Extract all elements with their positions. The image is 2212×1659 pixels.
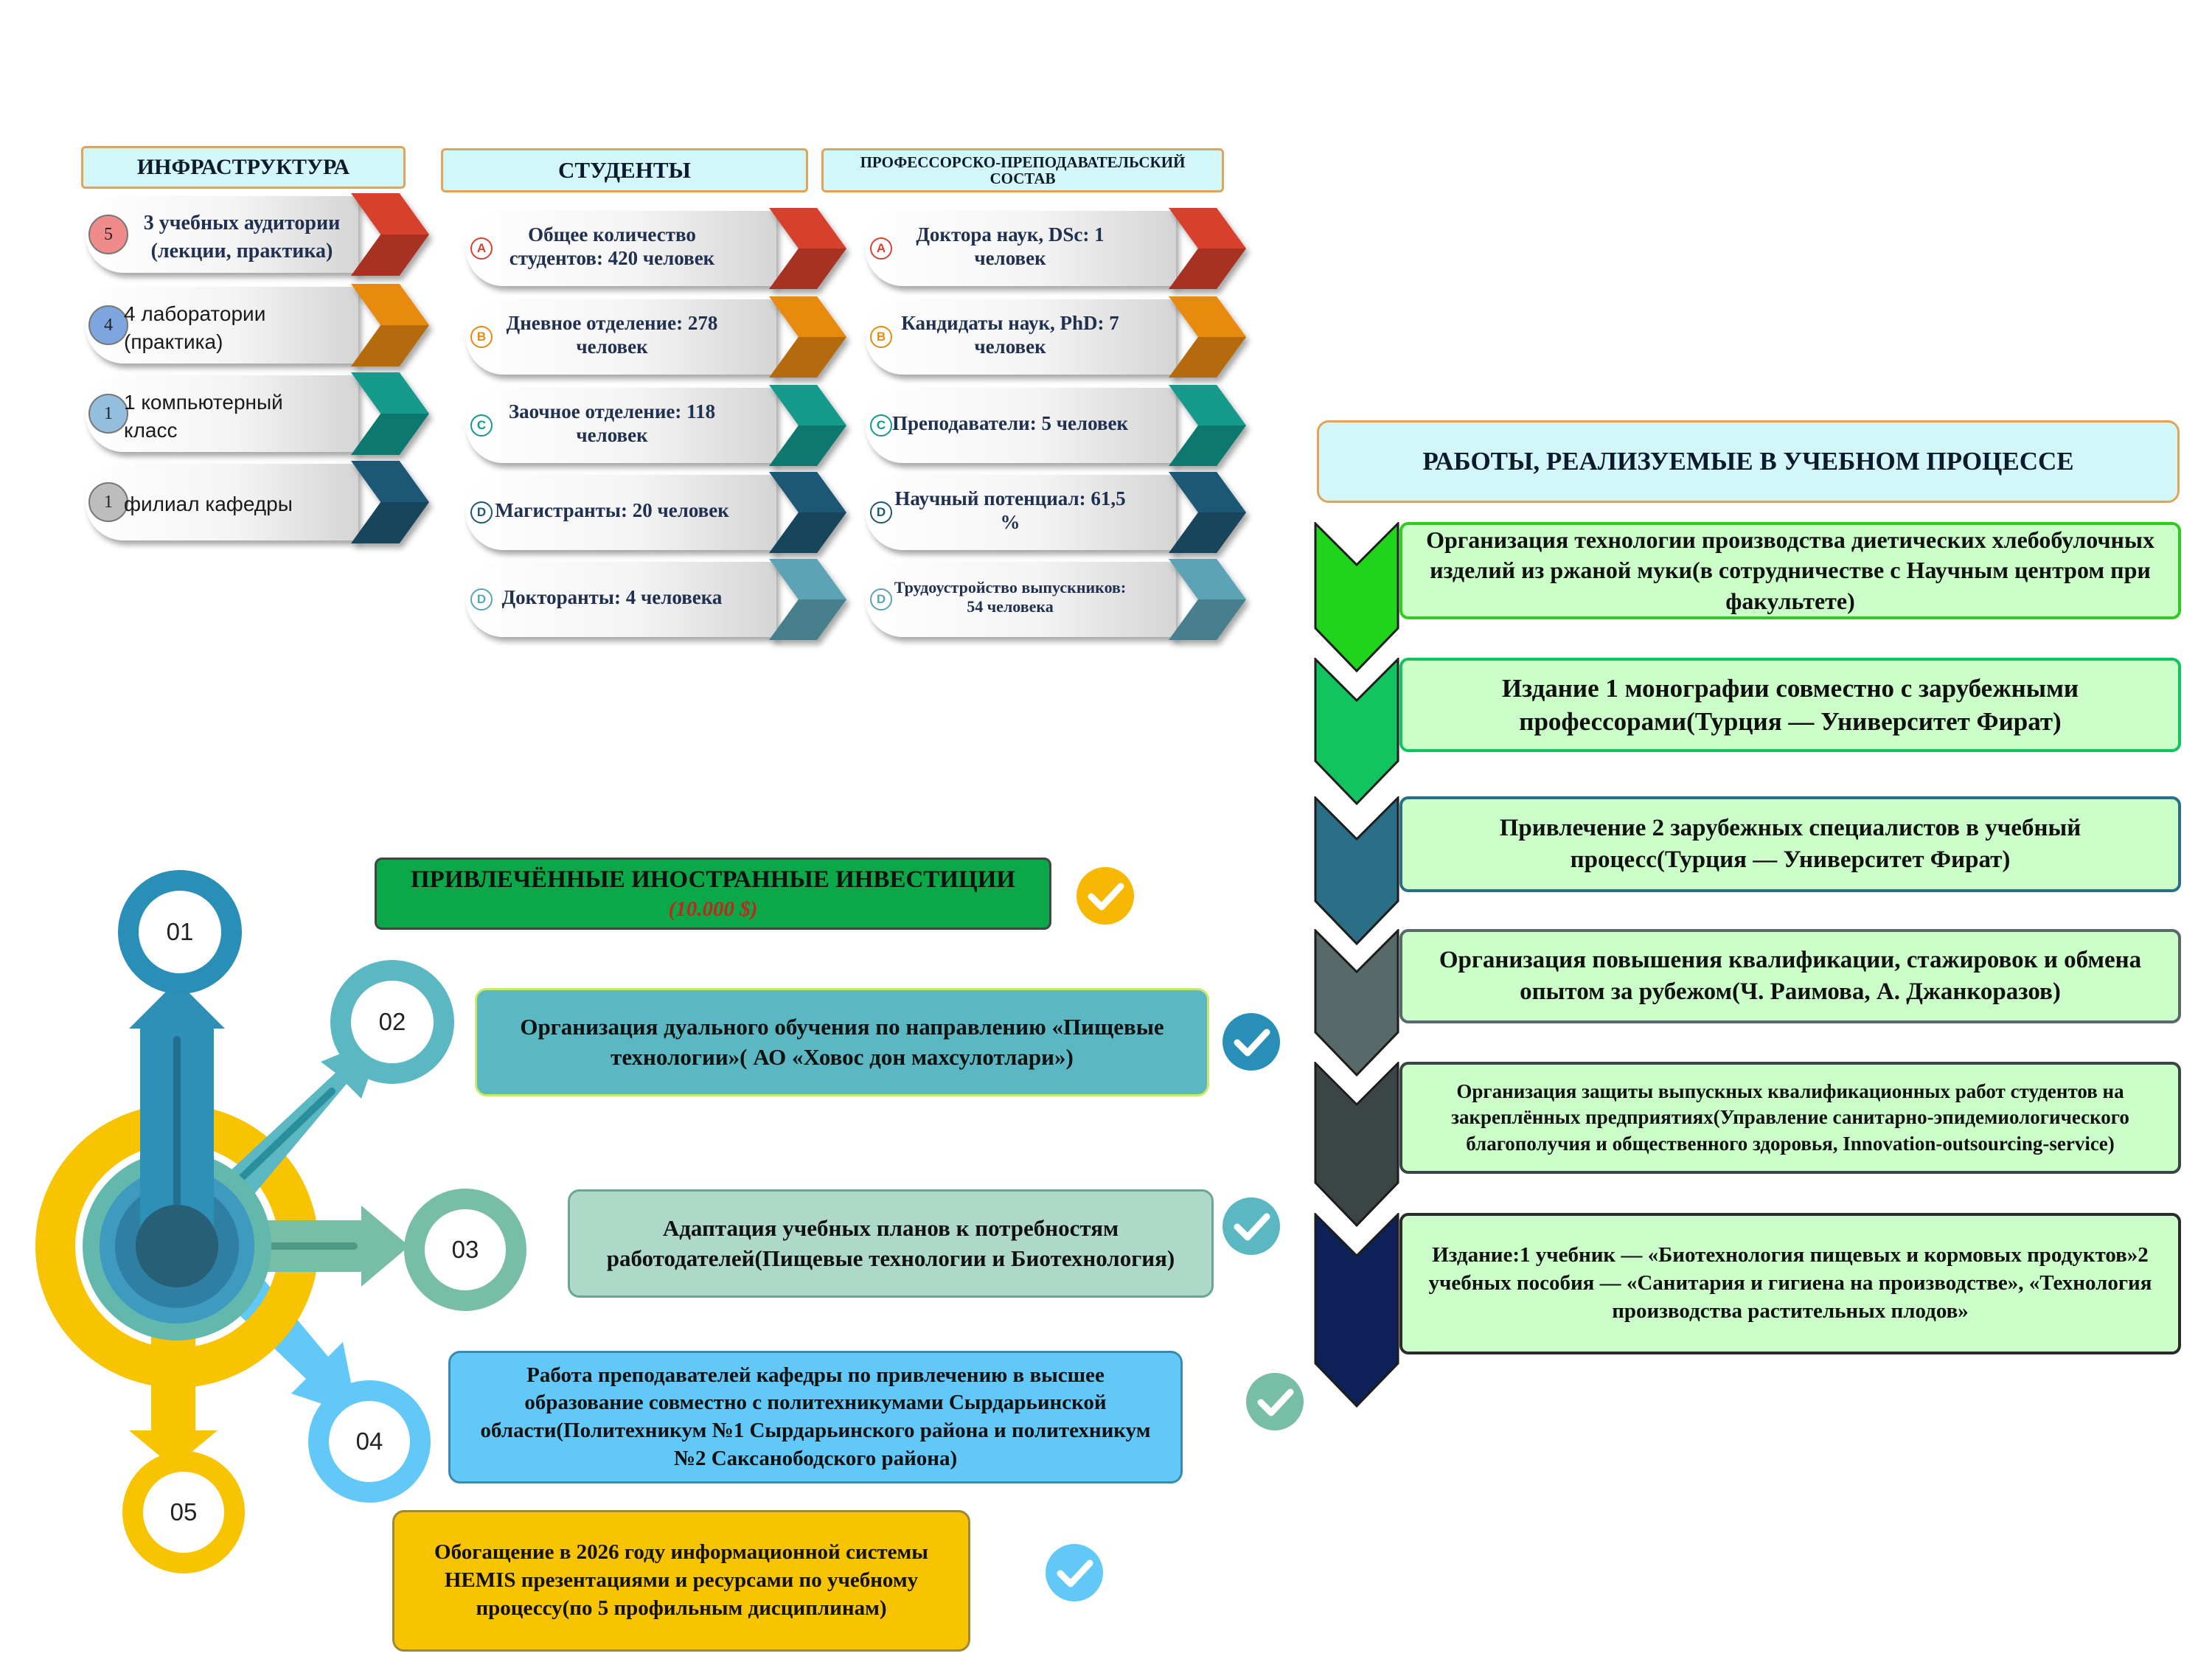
ring-05: 05 [122,1451,245,1573]
students-row-4 [463,559,869,655]
students-text-3: Магистранты: 20 человек [495,498,729,521]
staff-text-1: Кандидаты наук, PhD: 7 человек [901,311,1119,358]
ring-01: 01 [118,870,242,994]
infra-text-3: филиал кафедры [124,493,293,515]
timeline-text-03: Адаптация учебных планов к потребностям … [606,1215,1175,1271]
infra-text-0: 3 учебных аудитории (лекции, практика) [143,212,341,262]
staff-text-0: Доктора наук, DSc: 1 человек [916,223,1105,269]
works-box-5: Издание:1 учебник — «Биотехнология пищев… [1399,1213,2181,1354]
students-row-3 [463,472,869,568]
stem-04 [221,1268,358,1416]
students-text-2: Заочное отделение: 118 человек [508,400,716,446]
infrastructure-title: ИНФРАСТРУКТУРА [136,155,350,180]
infrastructure-header: ИНФРАСТРУКТУРА [81,146,406,189]
students-row-0 [463,208,869,304]
ring-05-label: 05 [170,1498,198,1526]
ring-04-label: 04 [355,1427,383,1455]
staff-letter-1: B [870,326,892,348]
timeline-text-04: Работа преподавателей кафедры по привлеч… [480,1363,1151,1470]
stem-02-line [236,1088,335,1183]
works-box-2: Привлечение 2 зарубежных специалистов в … [1399,796,2181,892]
infra-row-3 [83,461,451,558]
infra-text-1: 4 лаборатории (практика) [124,302,266,353]
check-icon-1 [1077,867,1134,925]
students-text-1: Дневное отделение: 278 человек [506,311,718,358]
ring-04: 04 [308,1380,431,1503]
staff-row-3 [863,472,1268,568]
students-row-2 [463,385,869,481]
staff-text-2: Преподаватели: 5 человек [891,411,1129,434]
works-chevron-5 [1314,1213,1399,1408]
staff-text-3: Научный потенциал: 61,5 % [894,487,1126,533]
students-letter-4: D [470,588,493,611]
timeline-box-03: Адаптация учебных планов к потребностям … [568,1189,1214,1298]
ring-03-label: 03 [451,1236,479,1263]
timeline-sub-01: (10.000 $) [668,897,758,921]
infra-row-2 [83,372,451,470]
staff-title: ПРОФЕССОРСКО-ПРЕПОДАВАТЕЛЬСКИЙ СОСТАВ [860,153,1186,187]
students-row-1 [463,296,869,392]
works-chevron-0 [1314,522,1399,673]
staff-row-4 [863,559,1268,655]
staff-letter-0: A [870,237,892,260]
students-letter-2: C [470,414,493,437]
students-text-4: Докторанты: 4 человека [501,585,723,608]
infra-text-2: 1 компьютерный класс [124,391,283,442]
staff-letter-4: D [870,588,892,611]
staff-letter-3: D [870,501,892,524]
students-text-0: Общее количество студентов: 420 человек [509,223,715,269]
staff-row-2 [863,385,1268,481]
staff-text-4: Трудоустройство выпускников: 54 человека [894,577,1127,616]
works-chevron-4 [1314,1062,1399,1228]
check-icon-5 [1046,1544,1103,1601]
works-box-1: Издание 1 монографии совместно с зарубеж… [1399,658,2181,752]
infra-badge-3: 1 [88,482,128,522]
works-title: РАБОТЫ, РЕАЛИЗУЕМЫЕ В УЧЕБНОМ ПРОЦЕССЕ [1422,446,2074,476]
students-title: СТУДЕНТЫ [558,156,691,183]
students-header: СТУДЕНТЫ [441,148,808,192]
staff-header: ПРОФЕССОРСКО-ПРЕПОДАВАТЕЛЬСКИЙ СОСТАВ [821,148,1224,192]
staff-row-0 [863,208,1268,304]
check-icon-3 [1222,1197,1280,1255]
works-chevron-3 [1314,929,1399,1077]
students-letter-3: D [470,501,493,524]
works-box-0: Организация технологии производства диет… [1399,522,2181,619]
hub-center-top [136,1205,218,1287]
timeline-box-01: ПРИВЛЕЧЁННЫЕ ИНОСТРАННЫЕ ИНВЕСТИЦИИ (10.… [375,858,1051,930]
timeline-box-04: Работа преподавателей кафедры по привлеч… [448,1351,1183,1484]
works-header: РАБОТЫ, РЕАЛИЗУЕМЫЕ В УЧЕБНОМ ПРОЦЕССЕ [1317,420,2180,503]
works-box-4: Организация защиты выпускных квалификаци… [1399,1062,2181,1174]
timeline-box-05: Обогащение в 2026 году информационной си… [392,1510,970,1652]
ring-02-label: 02 [378,1008,406,1035]
timeline-text-02: Организация дуального обучения по направ… [520,1014,1164,1070]
students-letter-0: A [470,237,493,260]
timeline-text-05: Обогащение в 2026 году информационной си… [434,1540,928,1620]
students-letter-1: B [470,326,493,348]
ring-02: 02 [330,960,454,1084]
infra-row-1 [83,284,451,381]
ring-03: 03 [404,1189,526,1311]
works-chevron-2 [1314,796,1399,946]
infra-badge-2: 1 [88,394,128,434]
timeline-box-02: Организация дуального обучения по направ… [475,988,1209,1096]
check-icon-4 [1246,1373,1304,1430]
infra-badge-1: 4 [88,305,128,345]
infra-badge-0: 5 [88,215,128,254]
check-icon-2 [1222,1013,1280,1071]
works-chevron-1 [1314,658,1399,806]
ring-01-label: 01 [166,918,194,945]
works-box-3: Организация повышения квалификации, стаж… [1399,929,2181,1023]
staff-row-1 [863,296,1268,392]
timeline-title-01: ПРИВЛЕЧЁННЫЕ ИНОСТРАННЫЕ ИНВЕСТИЦИИ [411,866,1015,893]
staff-letter-2: C [870,414,892,437]
infra-row-0 [83,193,451,291]
